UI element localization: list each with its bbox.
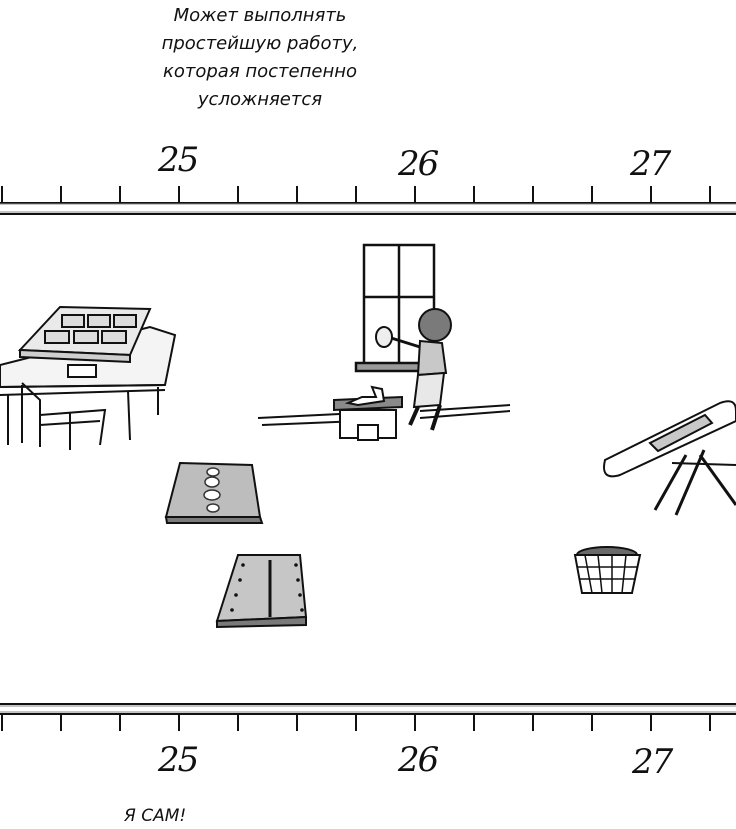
child-illustration	[375, 308, 452, 431]
bottom-ruler-label-27: 27	[632, 742, 673, 782]
top-ruler-label-26: 26	[398, 144, 439, 184]
floor-line	[257, 404, 511, 426]
footer-title: Я САМ!	[124, 806, 187, 826]
ironing-board-illustration	[603, 400, 736, 516]
lacing-frame-illustration	[215, 554, 308, 629]
caption: Может выполнять простейшую работу, котор…	[100, 2, 420, 114]
bead-board-illustration	[164, 461, 264, 524]
bottom-ruler-label-25: 25	[158, 740, 199, 780]
bottom-ruler-scale	[0, 703, 736, 731]
bottom-ruler: 25 26 27	[0, 690, 736, 785]
top-ruler: 25 26 27	[0, 140, 736, 220]
caption-line-2: простейшую работу,	[161, 33, 359, 54]
table-illustration	[0, 305, 177, 450]
scene-illustration	[0, 243, 736, 629]
top-ruler-label-25: 25	[158, 140, 199, 180]
top-ruler-scale	[0, 186, 736, 215]
caption-line-4: усложняется	[197, 89, 323, 110]
caption-line-1: Может выполнять	[173, 5, 347, 26]
bottom-ruler-label-26: 26	[398, 740, 439, 780]
top-ruler-label-27: 27	[630, 144, 671, 184]
stool-illustration	[333, 385, 403, 441]
basket-illustration	[573, 546, 642, 594]
caption-line-3: которая постепенно	[162, 61, 358, 82]
